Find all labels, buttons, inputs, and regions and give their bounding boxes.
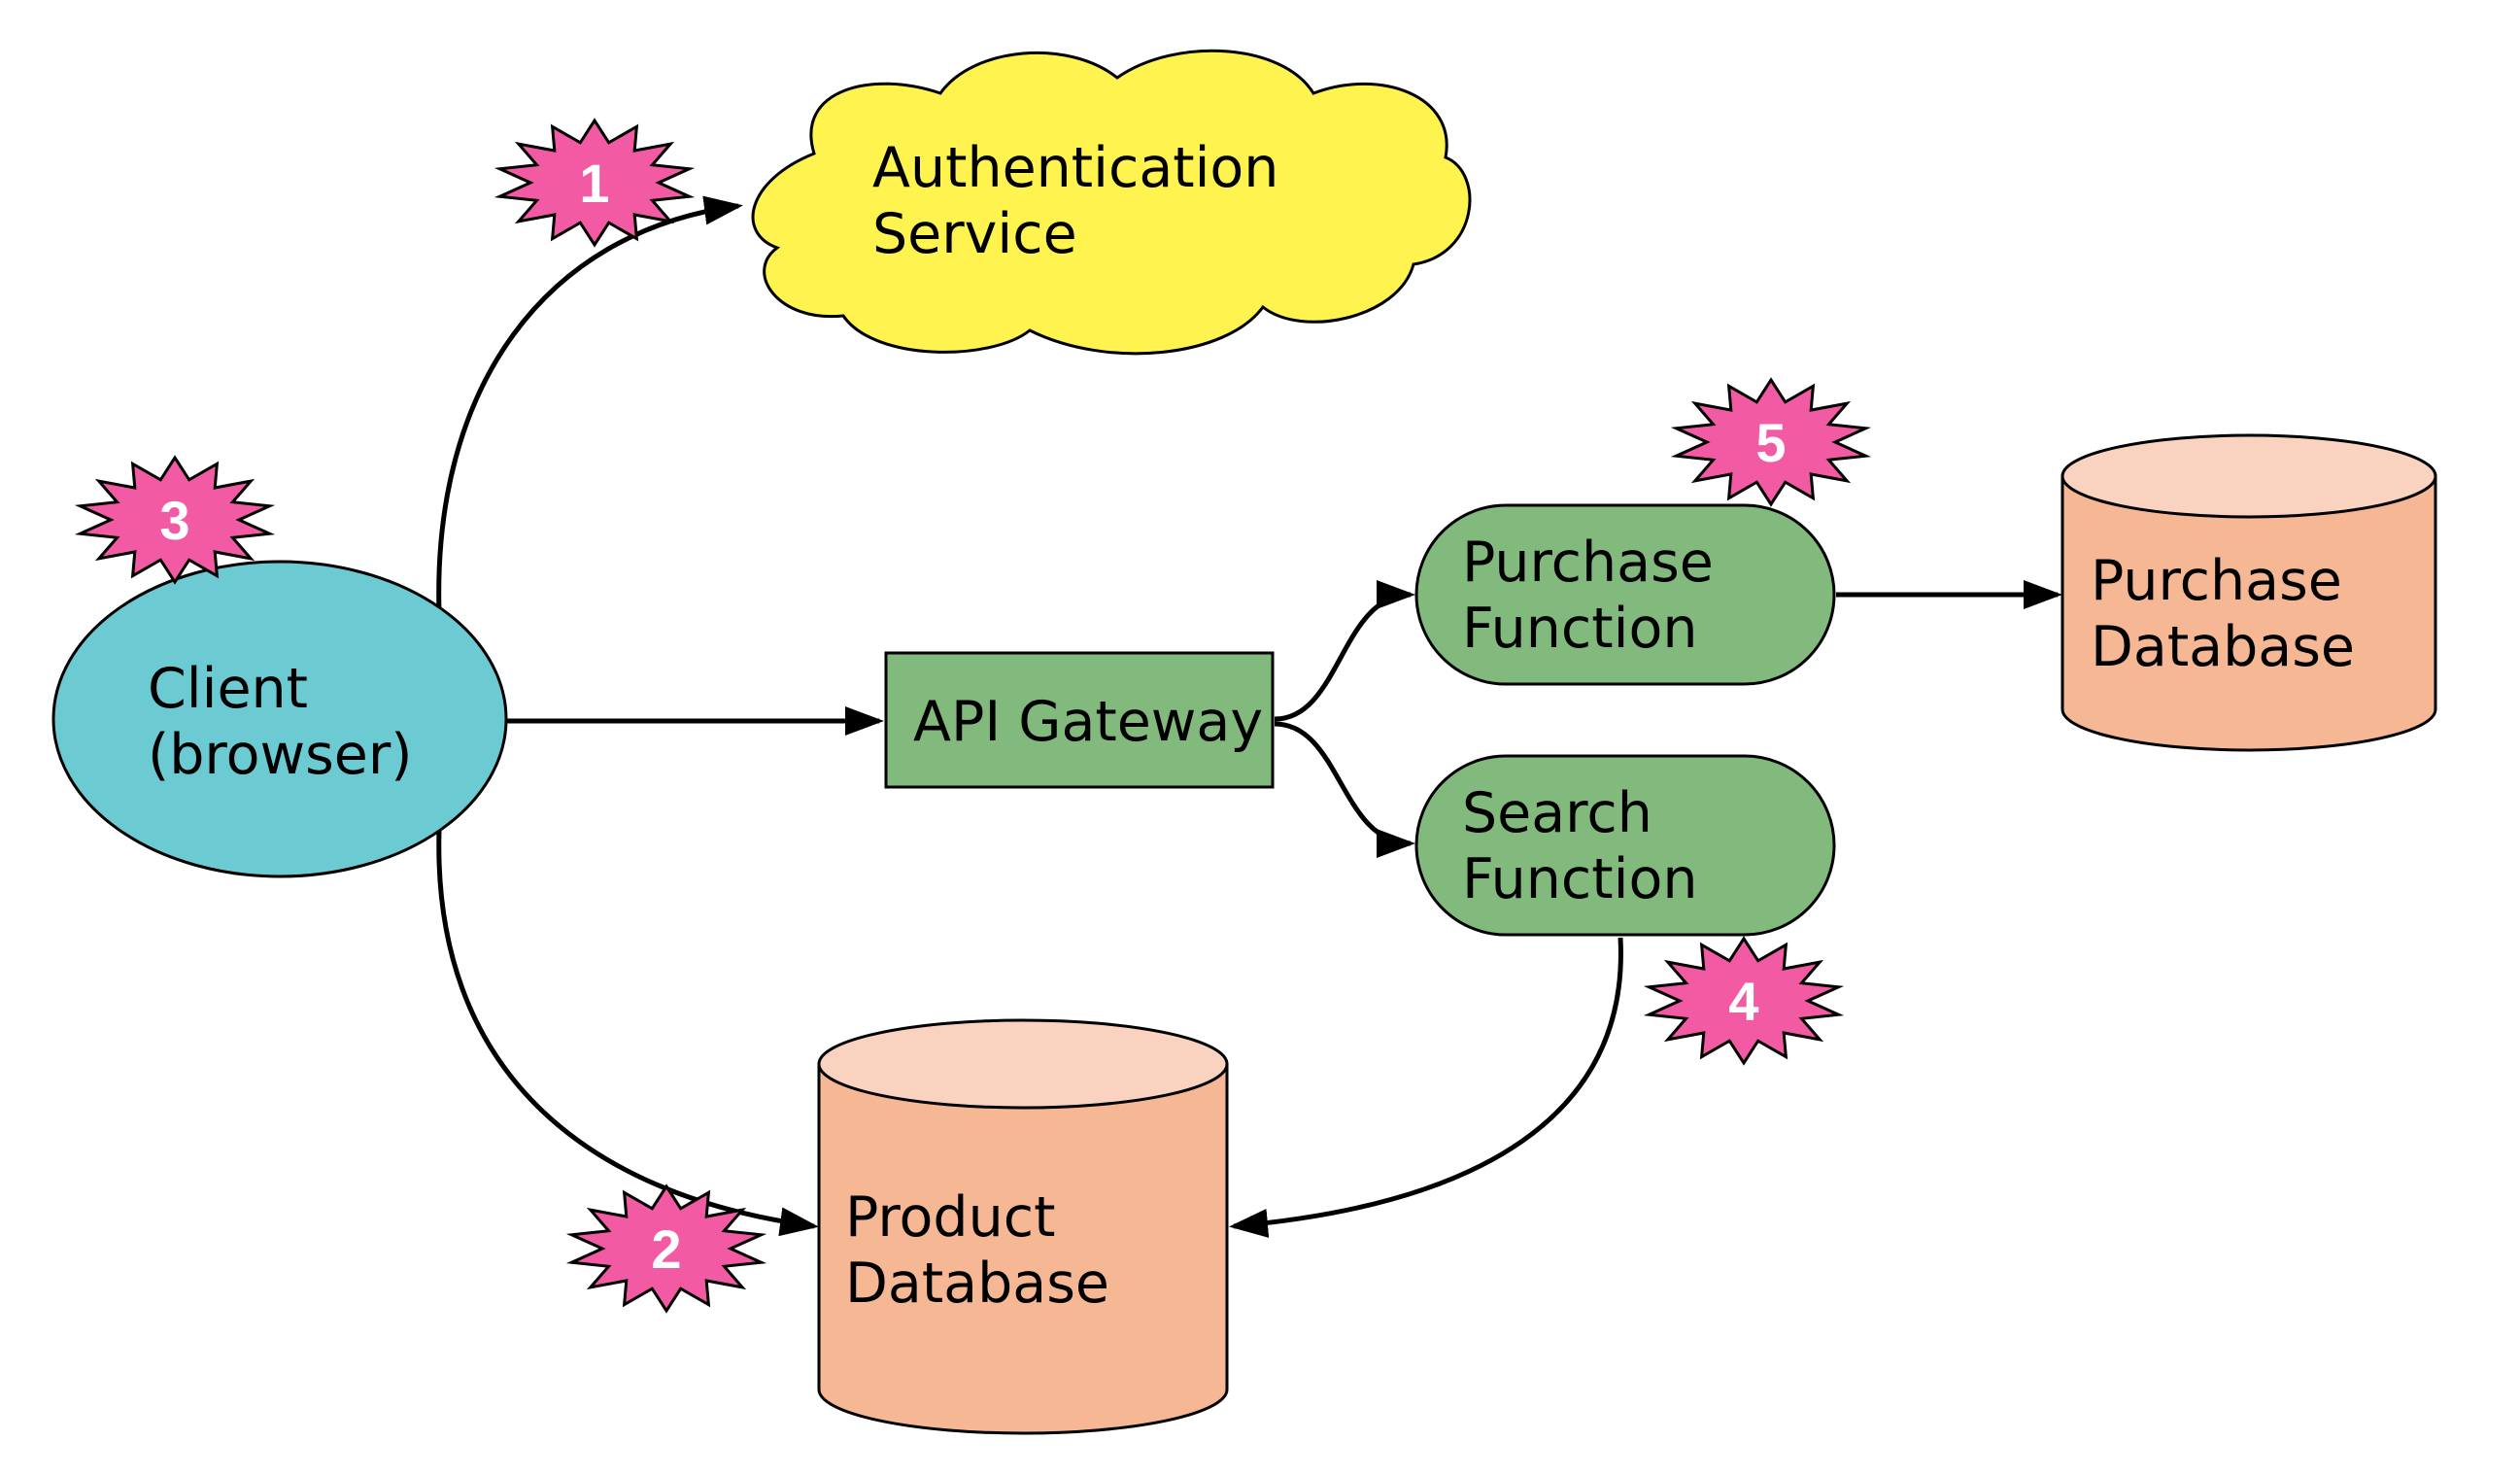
- starburst-icon: [565, 1183, 767, 1314]
- badge-3: 3: [74, 455, 276, 585]
- badge-5: 5: [1670, 377, 1872, 507]
- purchase-database-top: [2060, 433, 2437, 519]
- product-database-node[interactable]: Product Database: [817, 1018, 1229, 1435]
- product-database-top: [817, 1018, 1229, 1110]
- badge-3-label: 3: [159, 490, 189, 551]
- edge-client-to-product-db: [436, 830, 819, 1237]
- auth-service-label-line2: Service: [872, 202, 1077, 266]
- starburst-icon: [74, 455, 276, 585]
- edge-search-to-product-db: [1229, 937, 1623, 1238]
- badge-1-label: 1: [579, 153, 609, 214]
- auth-service-cloud: [751, 49, 1472, 356]
- api-gateway-label: API Gateway: [913, 690, 1263, 754]
- badge-4-label: 4: [1728, 971, 1758, 1032]
- edge-client-to-auth: [436, 195, 743, 613]
- api-gateway-box: [884, 651, 1275, 789]
- search-function-box: [1414, 754, 1836, 937]
- search-function-label-line1: Search: [1462, 781, 1652, 845]
- purchase-database-label-line2: Database: [2091, 615, 2355, 679]
- purchase-database-node[interactable]: Purchase Database: [2060, 433, 2437, 752]
- client-label-line2: (browser): [148, 723, 413, 787]
- purchase-function-label-line1: Purchase: [1462, 531, 1714, 595]
- badge-1: 1: [494, 118, 696, 248]
- product-database-label-line1: Product: [845, 1185, 1055, 1250]
- edge-gateway-to-purchase: [1274, 580, 1415, 722]
- badge-2: 2: [565, 1183, 767, 1314]
- edge-gateway-to-search: [1274, 721, 1415, 858]
- purchase-function-node[interactable]: Purchase Function: [1414, 503, 1836, 686]
- starburst-icon: [1643, 936, 1845, 1066]
- client-label-line1: Client: [148, 657, 308, 721]
- badge-2-label: 2: [651, 1218, 681, 1280]
- search-function-label-line2: Function: [1462, 847, 1697, 911]
- auth-service-label-line1: Authentication: [872, 136, 1278, 200]
- client-ellipse: [51, 560, 508, 878]
- product-database-body: [817, 1062, 1229, 1435]
- badge-4: 4: [1643, 936, 1845, 1066]
- client-node[interactable]: Client (browser): [51, 560, 508, 878]
- purchase-function-box: [1414, 503, 1836, 686]
- badge-5-label: 5: [1755, 412, 1786, 473]
- search-function-node[interactable]: Search Function: [1414, 754, 1836, 937]
- auth-service-node[interactable]: Authentication Service: [751, 49, 1472, 356]
- starburst-icon: [1670, 377, 1872, 507]
- starburst-icon: [494, 118, 696, 248]
- product-database-label-line2: Database: [845, 1252, 1109, 1316]
- purchase-function-label-line2: Function: [1462, 597, 1697, 661]
- purchase-database-body: [2060, 474, 2437, 752]
- api-gateway-node[interactable]: API Gateway: [884, 651, 1275, 789]
- purchase-database-label-line1: Purchase: [2091, 549, 2342, 613]
